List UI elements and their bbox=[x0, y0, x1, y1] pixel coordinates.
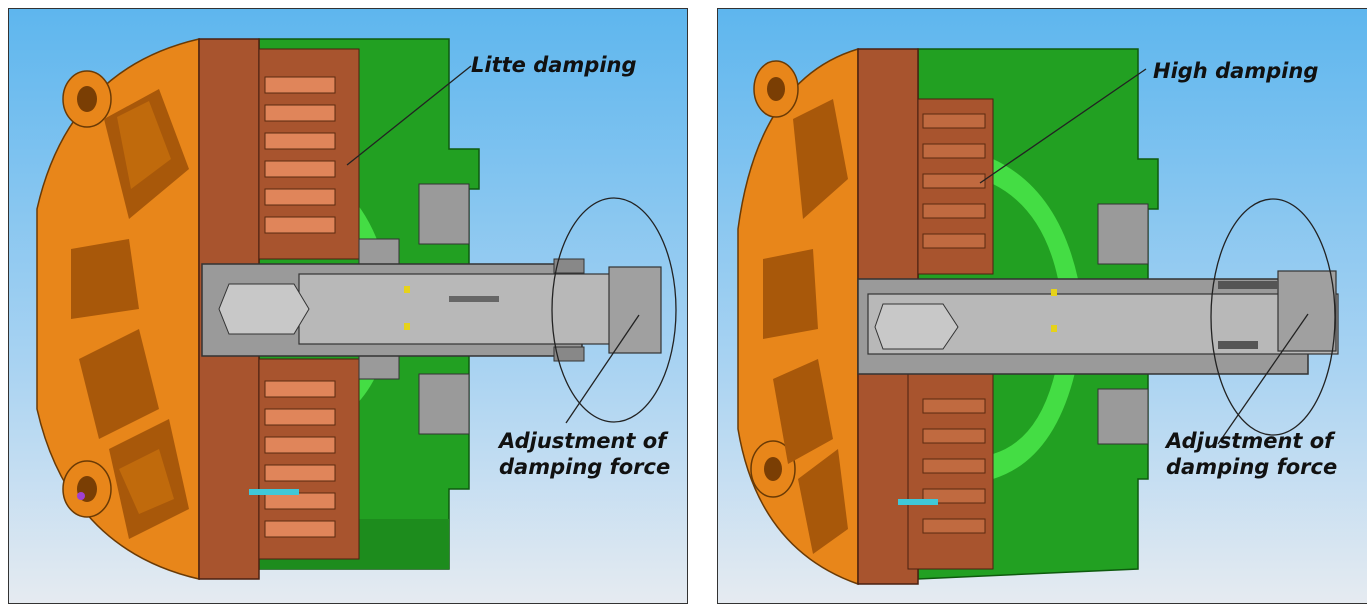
cyan-marker bbox=[898, 499, 938, 505]
housing-orange bbox=[737, 47, 859, 586]
left-panel-little-damping: Litte damping Adjustment of damping forc… bbox=[8, 8, 688, 604]
damping-fins bbox=[264, 76, 336, 538]
right-panel-high-damping: High damping Adjustment of damping force bbox=[717, 8, 1367, 604]
adjustment-leader-line bbox=[1217, 313, 1309, 445]
seal-marker bbox=[404, 323, 410, 330]
right-damper-cross-section bbox=[718, 9, 1367, 603]
flange-gray bbox=[1097, 203, 1149, 445]
shaft bbox=[201, 258, 662, 362]
adjustment-label-line1: Adjustment of bbox=[1166, 429, 1334, 453]
damping-label: High damping bbox=[1153, 59, 1319, 83]
left-damper-cross-section bbox=[9, 9, 687, 603]
shaft bbox=[857, 270, 1339, 375]
adjustment-label-line1: Adjustment of bbox=[499, 429, 667, 453]
adjustment-region-ellipse bbox=[551, 197, 677, 423]
damping-leader-line bbox=[346, 65, 472, 166]
housing-orange bbox=[36, 38, 200, 580]
seal-marker bbox=[404, 286, 410, 293]
adjustment-label-line2: damping force bbox=[1166, 455, 1338, 479]
damping-label: Litte damping bbox=[471, 53, 637, 77]
adjustment-label-line2: damping force bbox=[499, 455, 671, 479]
adjustment-region-ellipse bbox=[1210, 198, 1336, 436]
flange-gray bbox=[358, 183, 470, 435]
damping-leader-line bbox=[979, 68, 1147, 184]
adjustment-leader-line bbox=[565, 314, 640, 424]
cyan-marker bbox=[249, 489, 299, 495]
seal-marker bbox=[1051, 289, 1057, 296]
damping-fins bbox=[922, 113, 986, 534]
seal-marker bbox=[1051, 325, 1057, 332]
